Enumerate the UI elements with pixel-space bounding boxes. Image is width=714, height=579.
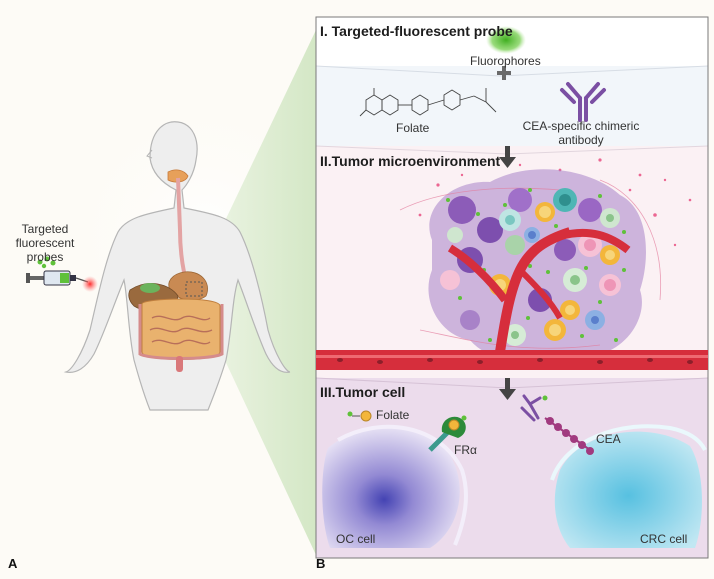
syringe-icon [26, 270, 98, 292]
antibody-label-line-1: CEA-specific chimeric [522, 119, 640, 133]
antibody-label: CEA-specific chimeric antibody [522, 119, 640, 147]
probe-label-line-1: Targeted [21, 222, 69, 236]
arrow-down-icon [499, 146, 516, 168]
section-1-title: I. Targeted-fluorescent probe [320, 23, 513, 39]
fr-alpha-label: FRα [454, 443, 477, 457]
crc-cell-shape [550, 424, 707, 548]
plus-icon [497, 66, 511, 80]
arrow-down-icon-2 [499, 378, 516, 400]
oc-cell-shape [322, 424, 468, 548]
antibody-icon [560, 82, 606, 122]
tumor-microenvironment [316, 158, 708, 370]
human-body [63, 121, 291, 411]
section-3-title: III.Tumor cell [320, 384, 406, 400]
folate-ligand-label: Folate [376, 408, 410, 422]
oc-cell-label: OC cell [336, 532, 376, 546]
plus-sign-text: + [0, 0, 1, 1]
probe-dots-icon [37, 256, 56, 269]
fr-alpha-receptor-icon [428, 415, 467, 452]
probe-label-line-2: fluorescent [15, 236, 75, 250]
panel-b-label: B [316, 556, 326, 571]
fluorophores-label: Fluorophores [470, 54, 541, 68]
fluorophore-blob-icon [486, 26, 526, 54]
panel-a-label: A [8, 556, 18, 571]
cea-label: CEA [596, 432, 621, 446]
probe-label-line-3: probes [26, 250, 64, 264]
crc-cell-label: CRC cell [640, 532, 688, 546]
section-2-title: II.Tumor microenvironment [320, 153, 501, 169]
digestive-system [128, 169, 224, 372]
probe-label: Targeted fluorescent probes [12, 222, 78, 264]
tumor-cells [440, 188, 621, 346]
antibody-fluorophore-dot [542, 395, 548, 401]
cea-antigen-icon [544, 417, 594, 455]
folate-ligand-icon [347, 410, 372, 422]
blood-vessel [316, 227, 708, 370]
folate-label: Folate [396, 121, 430, 135]
bound-antibody-icon [520, 394, 542, 422]
folate-structure-icon [359, 88, 497, 117]
antibody-label-line-2: antibody [558, 133, 604, 147]
